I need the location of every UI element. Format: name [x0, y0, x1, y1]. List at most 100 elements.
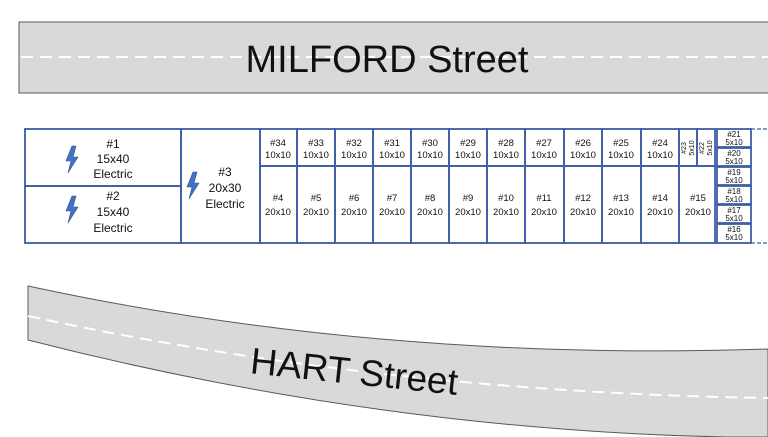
unit-17-number: #17: [727, 206, 741, 215]
unit-31-size: 10x10: [379, 150, 405, 161]
unit-11[interactable]: [524, 165, 565, 244]
unit-18-size: 5x10: [725, 195, 743, 204]
unit-12-size: 20x10: [570, 207, 596, 218]
unit-19-number: #19: [727, 168, 741, 177]
unit-24-number: #24: [652, 138, 668, 149]
unit-3-size: 20x30: [209, 181, 242, 195]
unit-4-size: 20x10: [265, 207, 291, 218]
unit-29-size: 10x10: [455, 150, 481, 161]
hart-street: HART Street: [27, 285, 768, 437]
unit-20-size: 5x10: [725, 157, 743, 166]
unit-29-number: #29: [460, 138, 476, 149]
unit-22-size: 5x10: [707, 140, 714, 155]
unit-1-note: Electric: [93, 167, 132, 181]
unit-9-number: #9: [463, 193, 474, 204]
unit-19-size: 5x10: [725, 176, 743, 185]
unit-8-size: 20x10: [417, 207, 443, 218]
unit-27-size: 10x10: [531, 150, 557, 161]
unit-32-size: 10x10: [341, 150, 367, 161]
unit-7-number: #7: [387, 193, 398, 204]
unit-8-number: #8: [425, 193, 436, 204]
milford-street-name: MILFORD Street: [246, 39, 529, 81]
unit-18[interactable]: [716, 185, 752, 205]
unit-9-size: 20x10: [455, 207, 481, 218]
unit-7[interactable]: [372, 165, 412, 244]
unit-21[interactable]: [716, 128, 752, 148]
unit-30-number: #30: [422, 138, 438, 149]
unit-2-size: 15x40: [97, 205, 130, 219]
unit-14-size: 20x10: [647, 207, 673, 218]
unit-20-number: #20: [727, 149, 741, 158]
unit-30-size: 10x10: [417, 150, 443, 161]
unit-24-size: 10x10: [647, 150, 673, 161]
unit-9[interactable]: [448, 165, 488, 244]
hart-lane-marking: [27, 315, 768, 399]
unit-2-note: Electric: [93, 221, 132, 235]
unit-20[interactable]: [716, 147, 752, 167]
storage-lot: [24, 128, 768, 244]
unit-6[interactable]: [334, 165, 374, 244]
unit-23-number: #23: [681, 142, 688, 154]
unit-31-number: #31: [384, 138, 400, 149]
unit-18-number: #18: [727, 187, 741, 196]
unit-33-number: #33: [308, 138, 324, 149]
lightning-bolt-icon: [65, 145, 79, 174]
unit-8[interactable]: [410, 165, 450, 244]
unit-5-size: 20x10: [303, 207, 329, 218]
unit-7-size: 20x10: [379, 207, 405, 218]
unit-26-number: #26: [575, 138, 591, 149]
unit-1-number: #1: [106, 137, 120, 151]
unit-4-number: #4: [273, 193, 284, 204]
unit-10-size: 20x10: [493, 207, 519, 218]
unit-6-size: 20x10: [341, 207, 367, 218]
unit-2-number: #2: [106, 189, 120, 203]
hart-road-surface: [27, 285, 768, 437]
lightning-bolt-icon: [186, 171, 200, 200]
unit-25-number: #25: [613, 138, 629, 149]
unit-10-number: #10: [498, 193, 514, 204]
unit-3-number: #3: [218, 165, 232, 179]
unit-15-number: #15: [690, 193, 706, 204]
lightning-bolt-icon: [65, 195, 79, 224]
unit-5-number: #5: [311, 193, 322, 204]
unit-6-number: #6: [349, 193, 360, 204]
unit-19[interactable]: [716, 166, 752, 186]
unit-34-size: 10x10: [265, 150, 291, 161]
unit-1-size: 15x40: [97, 152, 130, 166]
unit-27-number: #27: [536, 138, 552, 149]
milford-street: MILFORD Street: [18, 21, 768, 94]
unit-28-size: 10x10: [493, 150, 519, 161]
unit-13[interactable]: [601, 165, 642, 244]
unit-33-size: 10x10: [303, 150, 329, 161]
unit-3-note: Electric: [205, 197, 244, 211]
unit-32-number: #32: [346, 138, 362, 149]
unit-15[interactable]: [678, 165, 716, 244]
unit-17-size: 5x10: [725, 214, 743, 223]
unit-21-size: 5x10: [725, 138, 743, 147]
unit-13-number: #13: [613, 193, 629, 204]
unit-17[interactable]: [716, 204, 752, 224]
unit-16[interactable]: [716, 223, 752, 244]
unit-26-size: 10x10: [570, 150, 596, 161]
unit-11-size: 20x10: [531, 207, 557, 218]
unit-12-number: #12: [575, 193, 591, 204]
unit-5[interactable]: [296, 165, 336, 244]
unit-12[interactable]: [563, 165, 603, 244]
unit-16-size: 5x10: [725, 233, 743, 242]
unit-10[interactable]: [486, 165, 526, 244]
unit-15-size: 20x10: [685, 207, 711, 218]
unit-13-size: 20x10: [608, 207, 634, 218]
unit-14-number: #14: [652, 193, 668, 204]
unit-16-number: #16: [727, 225, 741, 234]
unit-34-number: #34: [270, 138, 286, 149]
unit-4[interactable]: [259, 165, 298, 244]
unit-23-size: 5x10: [689, 140, 696, 155]
unit-11-number: #11: [536, 193, 551, 204]
unit-14[interactable]: [640, 165, 680, 244]
unit-21-number: #21: [727, 130, 741, 139]
unit-25-size: 10x10: [608, 150, 634, 161]
unit-28-number: #28: [498, 138, 514, 149]
unit-22-number: #22: [699, 142, 706, 154]
